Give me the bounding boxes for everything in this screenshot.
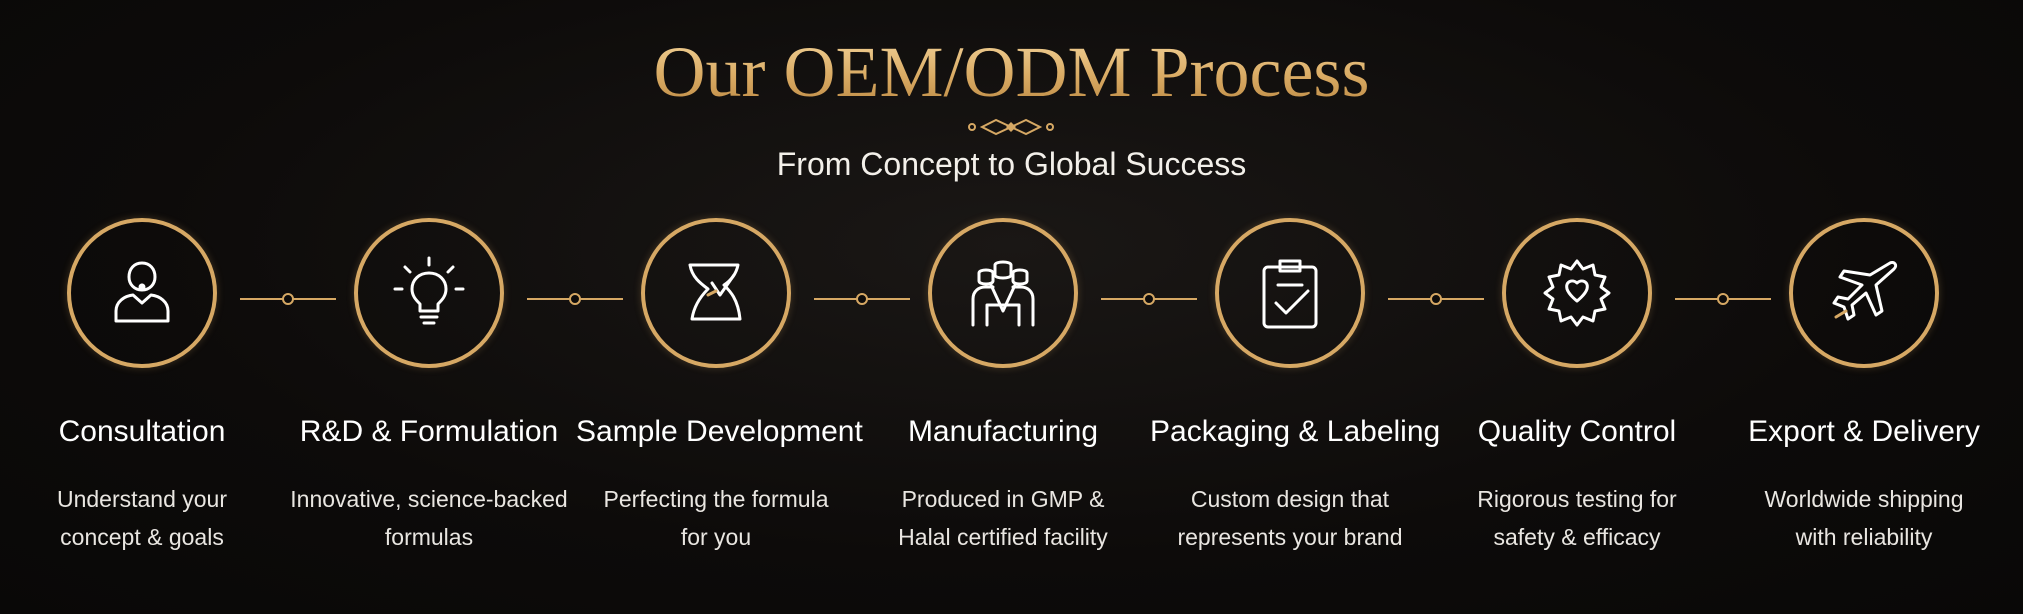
title-divider-ornament	[720, 118, 1303, 136]
step-description: Produced in GMP & Halal certified facili…	[898, 486, 1108, 550]
step-icon-circle	[354, 218, 504, 368]
step-description: Rigorous testing for safety & efficacy	[1477, 486, 1677, 550]
lightbulb-icon	[393, 256, 465, 325]
sample-beaker-icon	[688, 263, 742, 321]
step-connector	[527, 293, 623, 305]
step-description: Perfecting the formula for you	[603, 486, 829, 550]
step-title: R&D & Formulation	[299, 415, 559, 448]
airplane-icon	[1832, 261, 1898, 321]
step-icon-circle	[641, 218, 791, 368]
step-title: Consultation	[58, 415, 226, 448]
step-icon-circle	[67, 218, 217, 368]
step-icon-circle	[928, 218, 1078, 368]
step-connector	[1675, 293, 1771, 305]
step-connector	[1101, 293, 1197, 305]
step-description: Understand your concept & goals	[56, 486, 228, 550]
consultant-person-icon	[114, 261, 170, 323]
step-title: Sample Development	[576, 415, 863, 448]
step-title: Export & Delivery	[1748, 415, 1980, 448]
page-title: Our OEM/ODM Process	[0, 30, 2023, 114]
clipboard-check-icon	[1262, 259, 1318, 329]
step-title: Packaging & Labeling	[1150, 415, 1441, 448]
step-title: Quality Control	[1477, 415, 1677, 448]
factory-workers-icon	[971, 260, 1035, 327]
step-description: Custom design that represents your brand	[1177, 486, 1403, 550]
step-title: Manufacturing	[907, 415, 1099, 448]
step-icon-circle	[1502, 218, 1652, 368]
step-connector	[1388, 293, 1484, 305]
quality-seal-icon	[1543, 259, 1611, 327]
step-description: Worldwide shipping with reliability	[1764, 486, 1964, 550]
step-icon-circle	[1215, 218, 1365, 368]
step-description: Innovative, science-backed formulas	[290, 486, 568, 550]
step-connector	[814, 293, 910, 305]
step-icon-circle	[1789, 218, 1939, 368]
step-connector	[240, 293, 336, 305]
subtitle: From Concept to Global Success	[776, 146, 1247, 182]
